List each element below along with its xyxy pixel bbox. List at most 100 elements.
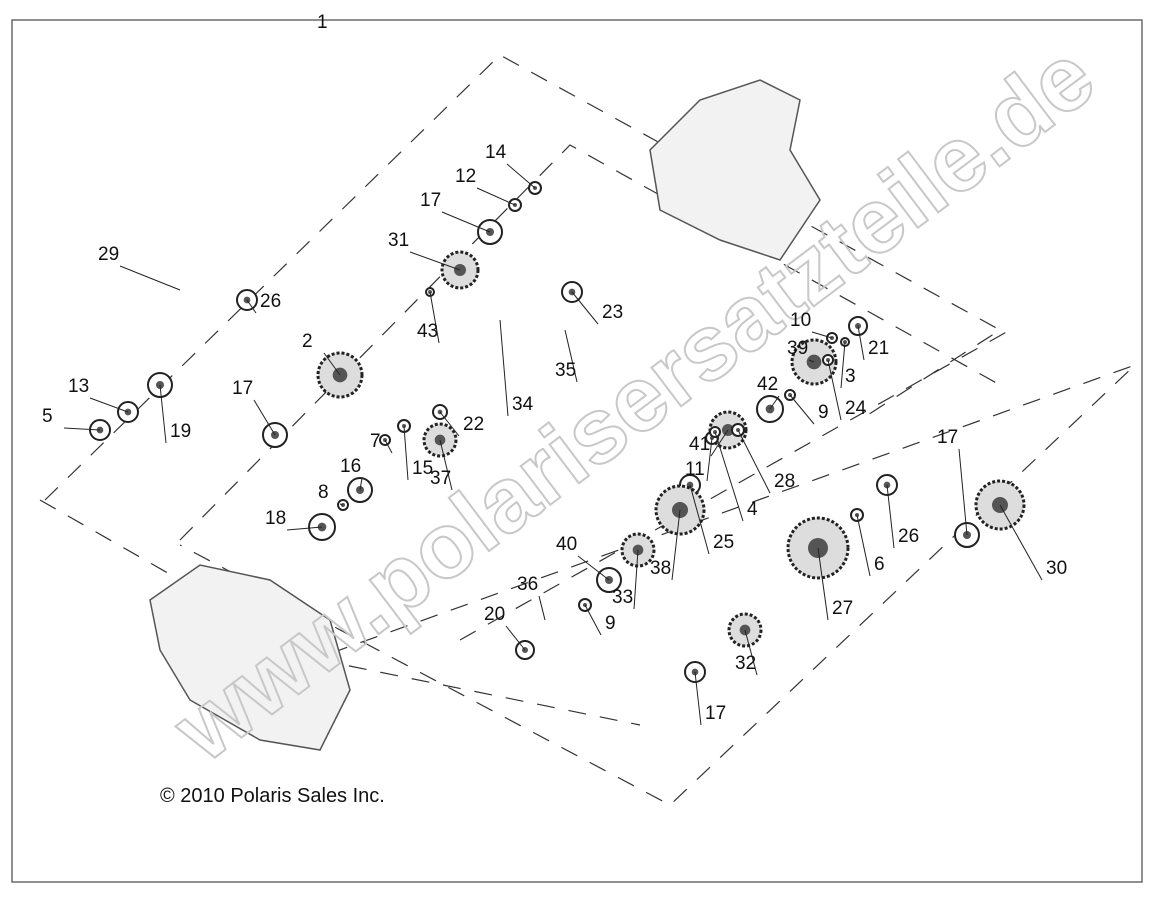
- callout-5: 5: [42, 406, 53, 427]
- leader-line-40: [577, 555, 610, 581]
- leader-line-18: [286, 526, 323, 531]
- callout-8: 8: [318, 482, 329, 503]
- transmission-case-housings: [149, 79, 821, 751]
- callout-6: 6: [874, 554, 885, 575]
- callout-17: 17: [705, 703, 726, 724]
- leader-line-15: [403, 425, 409, 481]
- callout-17: 17: [420, 190, 441, 211]
- callout-20: 20: [484, 604, 505, 625]
- leader-line-39: [808, 359, 815, 363]
- leader-line-19: [159, 384, 167, 444]
- leader-line-35: [564, 329, 578, 383]
- callout-28: 28: [774, 471, 795, 492]
- leader-line-17: [441, 211, 491, 233]
- leader-line-38: [671, 509, 681, 581]
- leader-line-21: [857, 325, 865, 361]
- callout-21: 21: [868, 338, 889, 359]
- leader-line-32: [744, 629, 758, 676]
- callout-16: 16: [340, 456, 361, 477]
- leader-line-9: [789, 394, 815, 425]
- callout-22: 22: [463, 414, 484, 435]
- leader-line-26: [886, 484, 895, 549]
- callout-19: 19: [170, 421, 191, 442]
- leader-line-8: [339, 503, 344, 506]
- leader-line-17: [253, 399, 276, 436]
- leader-line-36: [538, 595, 546, 621]
- callout-35: 35: [555, 360, 576, 381]
- leader-line-3: [840, 341, 846, 389]
- leader-line-17: [694, 671, 702, 726]
- callout-3: 3: [845, 366, 856, 387]
- callout-17: 17: [937, 427, 958, 448]
- callout-41: 41: [689, 434, 710, 455]
- leader-line-14: [506, 163, 536, 189]
- case-lower: [149, 564, 351, 751]
- leader-line-28: [737, 429, 771, 494]
- leader-line-26: [246, 299, 257, 314]
- callout-43: 43: [417, 321, 438, 342]
- leader-line-24: [827, 359, 842, 421]
- leader-line-11: [706, 437, 713, 482]
- leader-line-22: [439, 411, 460, 437]
- leader-line-13: [89, 397, 129, 413]
- leader-line-29: [119, 265, 181, 291]
- leader-line-31: [409, 251, 461, 271]
- callout-38: 38: [650, 558, 671, 579]
- leader-line-23: [571, 291, 599, 325]
- leader-line-30: [999, 504, 1043, 581]
- leader-line-37: [439, 439, 453, 491]
- callout-42: 42: [757, 374, 778, 395]
- case-upper: [649, 79, 821, 261]
- callout-17: 17: [232, 378, 253, 399]
- leader-line-12: [476, 187, 516, 206]
- callout-27: 27: [832, 598, 853, 619]
- leader-line-6: [856, 514, 871, 577]
- leader-line-33: [633, 549, 639, 610]
- leader-line-42: [769, 395, 780, 410]
- callout-2: 2: [302, 331, 313, 352]
- leader-lines: [12, 19, 1142, 726]
- callout-32: 32: [735, 653, 756, 674]
- callout-24: 24: [845, 398, 867, 419]
- leader-line-34: [499, 319, 509, 417]
- callout-9: 9: [605, 613, 616, 634]
- leader-line-25: [689, 484, 710, 555]
- callout-26: 26: [898, 526, 919, 547]
- leader-line-20: [505, 625, 526, 651]
- leader-line-17: [958, 448, 968, 536]
- parts: [89, 181, 1026, 683]
- leader-line-7: [384, 439, 393, 454]
- callout-26: 26: [260, 291, 281, 312]
- callout-12: 12: [455, 166, 476, 187]
- callout-9: 9: [818, 402, 829, 423]
- callout-36: 36: [517, 574, 538, 595]
- callout-34: 34: [512, 394, 534, 415]
- leader-line-9: [584, 604, 602, 636]
- watermark: www.polarisersatzteile.de: [155, 25, 1113, 782]
- callout-31: 31: [388, 230, 409, 251]
- callout-25: 25: [713, 532, 734, 553]
- callout-14: 14: [485, 142, 507, 163]
- callout-1: 1: [317, 12, 328, 33]
- leader-line-27: [817, 547, 829, 621]
- callout-4: 4: [747, 499, 758, 520]
- callout-labels: 1141217314329262233534131917571681537221…: [42, 12, 1067, 724]
- callout-33: 33: [612, 587, 633, 608]
- leader-line-16: [359, 477, 363, 491]
- leader-line-10: [811, 331, 833, 339]
- callout-18: 18: [265, 508, 286, 529]
- callout-29: 29: [98, 244, 119, 265]
- callout-11: 11: [685, 459, 705, 480]
- leader-line-2: [323, 352, 341, 376]
- copyright-text: © 2010 Polaris Sales Inc.: [160, 785, 385, 807]
- leader-line-43: [429, 291, 440, 344]
- callout-7: 7: [370, 431, 381, 452]
- leader-line-41: [710, 429, 729, 457]
- callout-30: 30: [1046, 558, 1067, 579]
- callout-15: 15: [412, 458, 433, 479]
- leader-line-5: [63, 427, 101, 431]
- callout-40: 40: [556, 534, 577, 555]
- callout-10: 10: [790, 310, 811, 331]
- callout-23: 23: [602, 302, 623, 323]
